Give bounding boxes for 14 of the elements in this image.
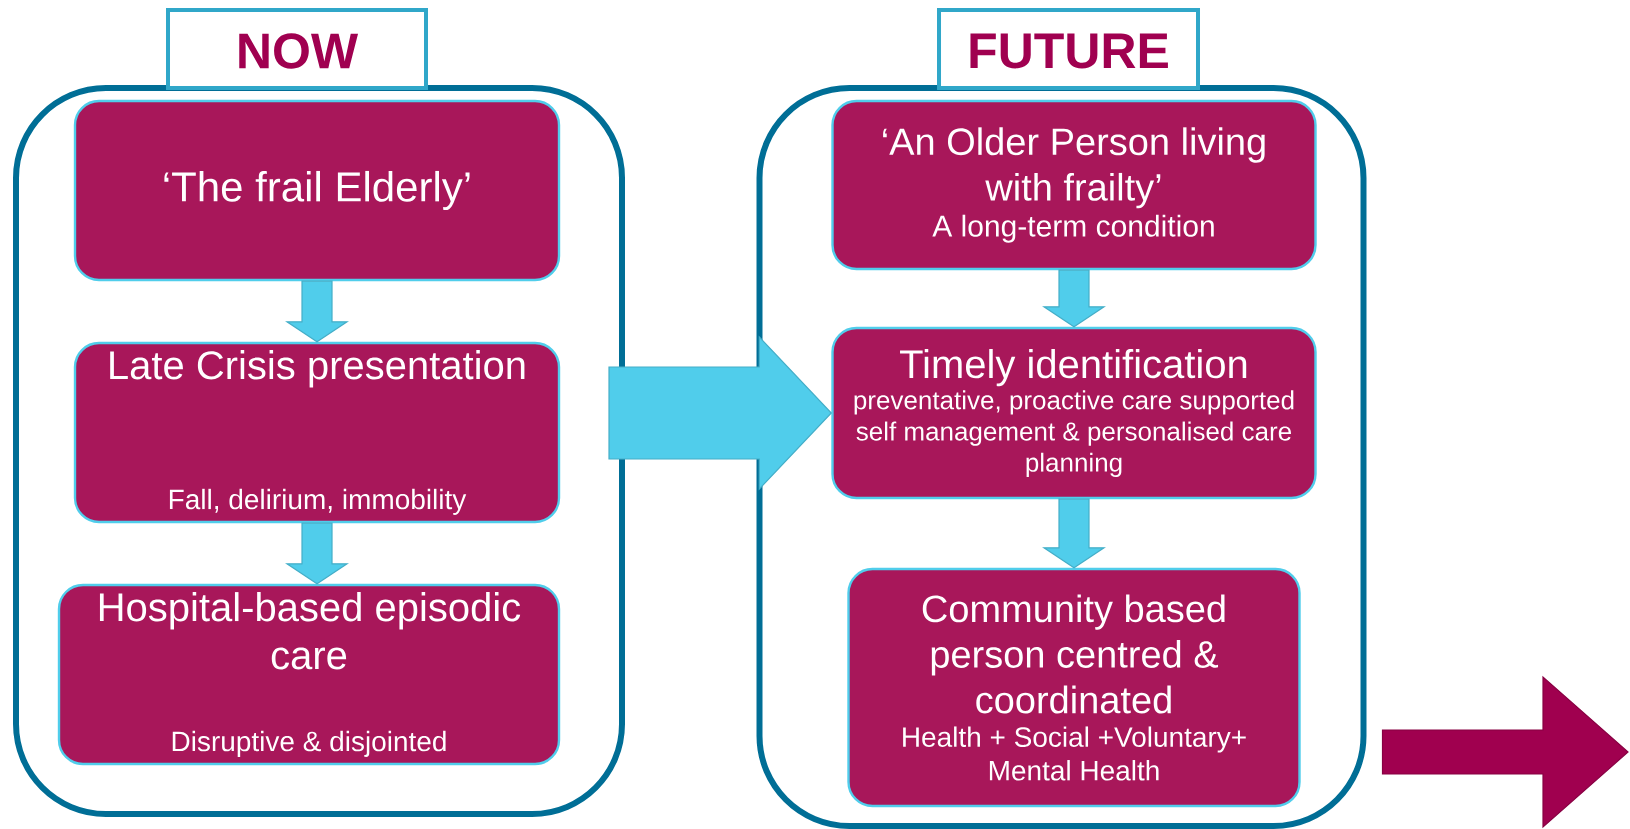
- node-label: NOW: [239, 33, 359, 69]
- block-arrow: [285, 522, 349, 585]
- block-arrow: [608, 335, 833, 491]
- text-box: Timely identification preventative, proactive care supported self management & personalised care planning: [831, 326, 1317, 500]
- block-arrow: [1042, 498, 1106, 569]
- block-arrow: [285, 280, 349, 343]
- block-arrow: [1042, 269, 1106, 328]
- text-box: ‘An Older Person living with frailty’ A long-term condition: [831, 99, 1317, 271]
- node-label: FUTURE: [970, 33, 1168, 69]
- text-box: Hospital-based episodic care Disruptive & disjointed: [57, 583, 561, 766]
- block-arrow: [1381, 675, 1629, 829]
- text-box: ‘The frail Elderly’: [73, 99, 561, 282]
- text-box: Community based person centred & coordinated Health + Social +Voluntary+ Mental Health: [847, 567, 1301, 808]
- text-box: Late Crisis presentation Fall, delirium, immobility: [73, 341, 561, 524]
